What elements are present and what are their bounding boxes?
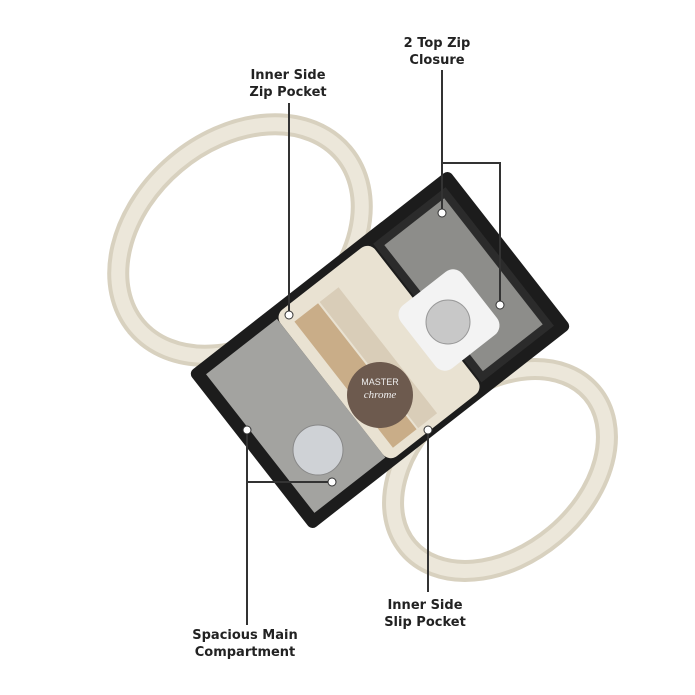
callout-line: Spacious Main xyxy=(192,628,298,643)
zip-pocket-lining xyxy=(206,318,386,513)
callout-main-compartment: Spacious Main Compartment xyxy=(165,627,325,661)
callout-line: Zip Pocket xyxy=(249,85,327,100)
callout-top-zip-closure: 2 Top Zip Closure xyxy=(357,35,517,69)
marker-dot xyxy=(284,310,294,320)
callout-line: Compartment xyxy=(194,645,296,660)
marker-dot xyxy=(423,425,433,435)
callout-line: Closure xyxy=(409,53,465,68)
marker-dot xyxy=(327,477,337,487)
callout-inner-slip-pocket: Inner Side Slip Pocket xyxy=(345,597,505,631)
compact-mirror xyxy=(347,362,413,428)
marker-dot xyxy=(437,208,447,218)
compact-brand-text: MASTER xyxy=(361,377,399,387)
callout-line: Inner Side xyxy=(387,598,463,613)
callout-line: 2 Top Zip xyxy=(403,36,471,51)
marker-dot xyxy=(495,300,505,310)
lipstick-cap xyxy=(292,424,344,476)
callout-inner-zip-pocket: Inner Side Zip Pocket xyxy=(208,67,368,101)
compact-sub-text: chrome xyxy=(364,389,397,401)
marker-dot xyxy=(242,425,252,435)
callout-line: Slip Pocket xyxy=(384,615,466,630)
callout-line: Inner Side xyxy=(250,68,326,83)
